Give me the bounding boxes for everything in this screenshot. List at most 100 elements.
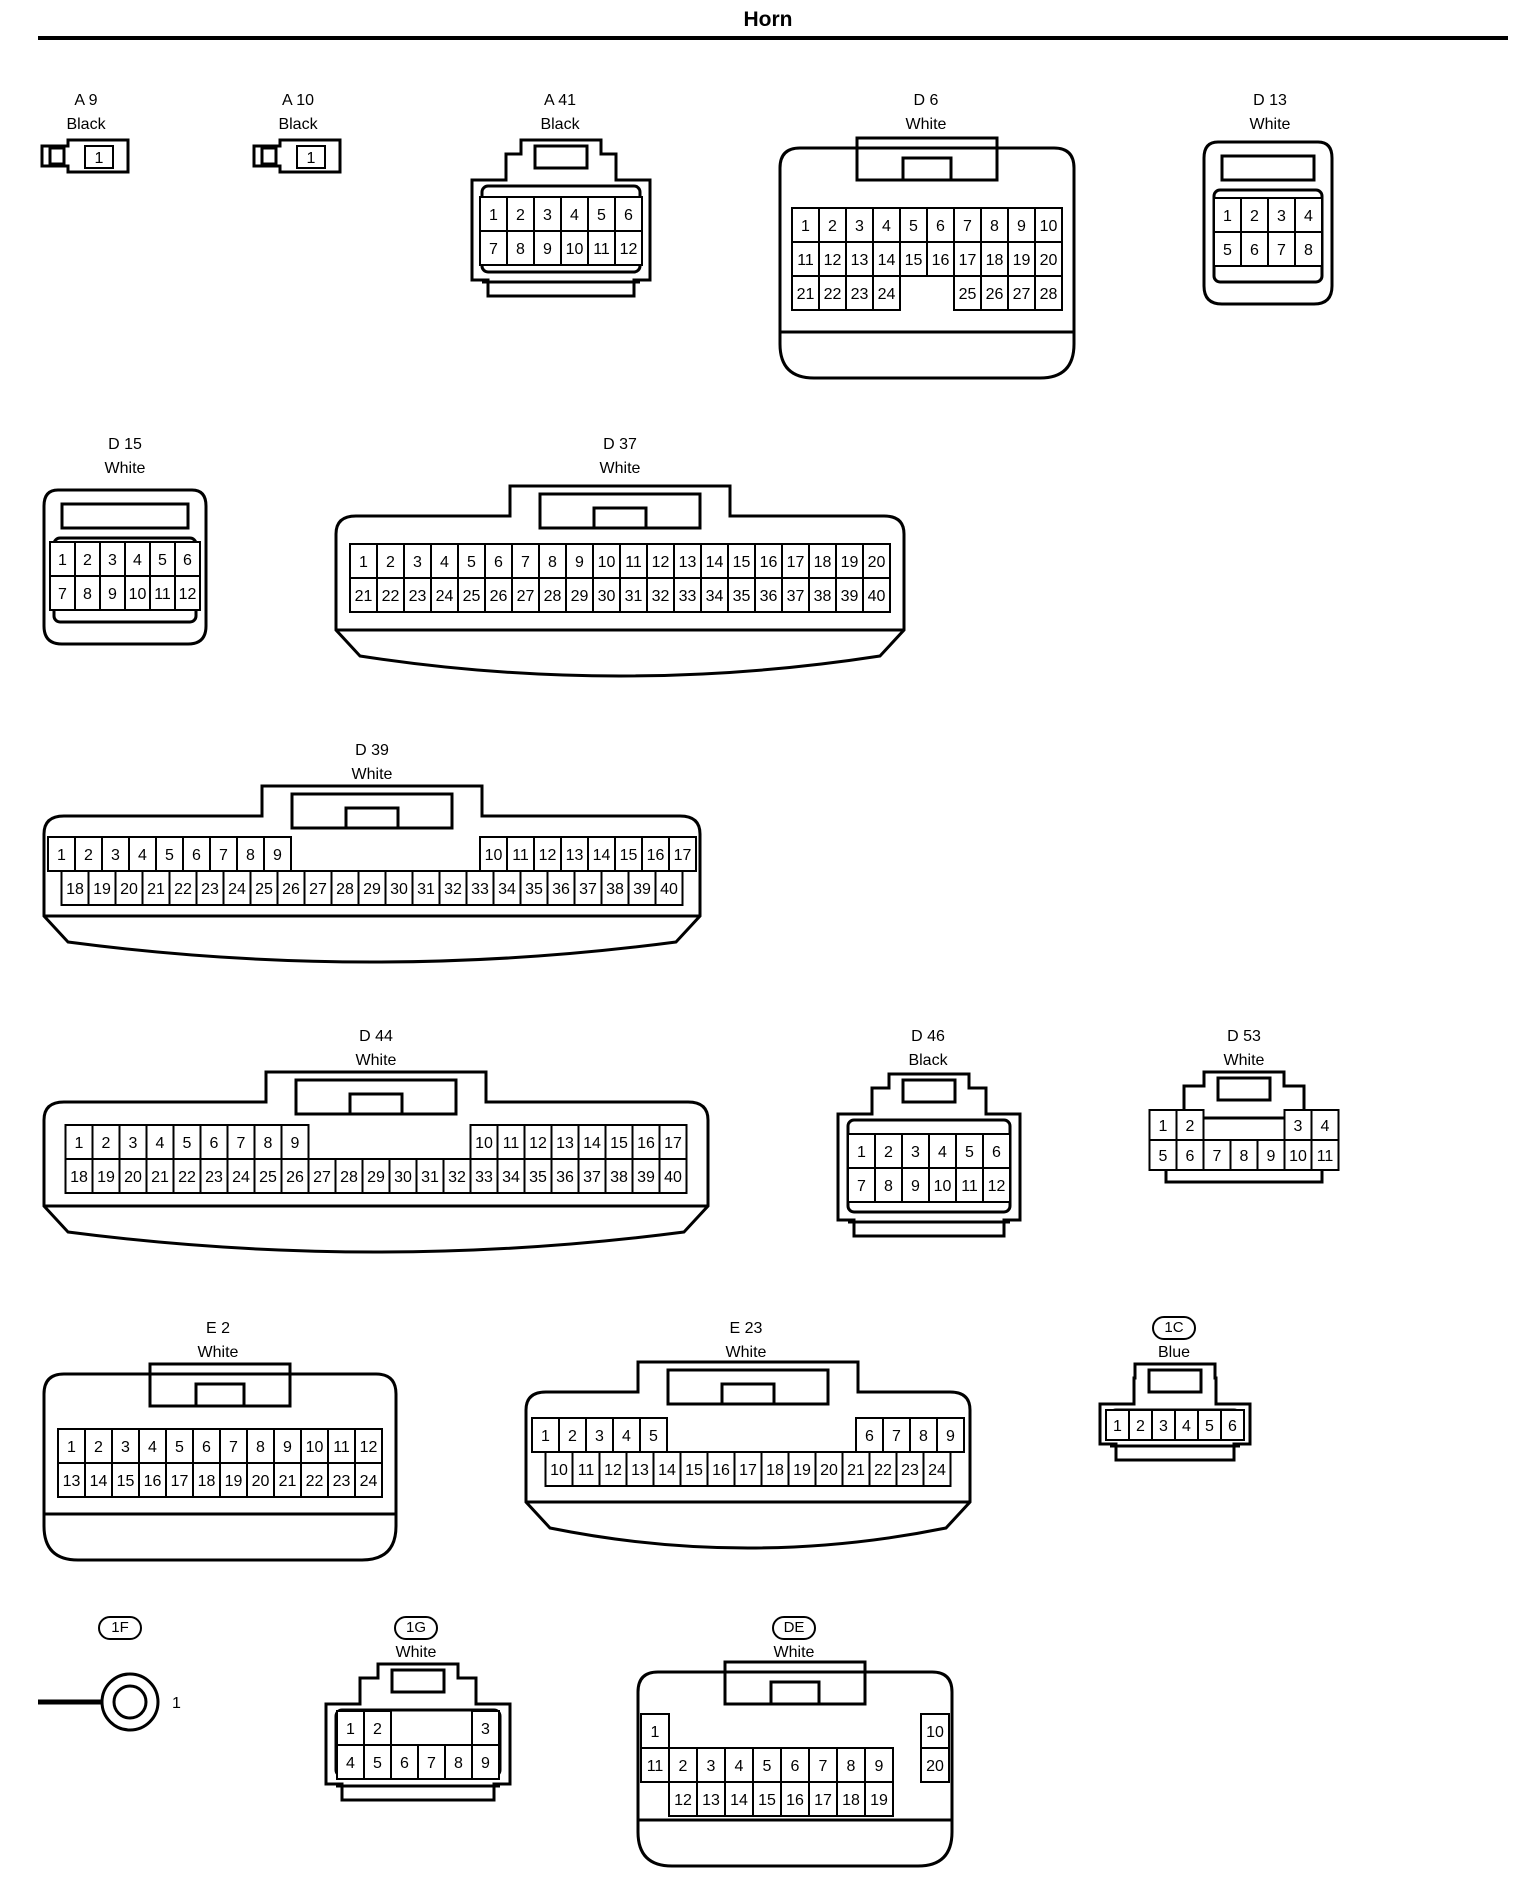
svg-text:1: 1 xyxy=(801,218,810,235)
connector-a9: 1 xyxy=(40,138,130,174)
pin-4: 4 xyxy=(928,1133,957,1169)
pin-25: 25 xyxy=(253,1158,283,1194)
pin-23: 23 xyxy=(199,1158,229,1194)
svg-text:3: 3 xyxy=(129,1135,138,1152)
pin-5: 5 xyxy=(1213,231,1242,267)
connector-d15-color: White xyxy=(104,460,146,477)
connector-a10-name: A 10 xyxy=(281,92,315,109)
svg-text:11: 11 xyxy=(625,554,642,571)
pin-2: 2 xyxy=(74,836,103,872)
svg-text:40: 40 xyxy=(660,881,678,898)
svg-text:7: 7 xyxy=(58,586,67,603)
svg-text:3: 3 xyxy=(481,1721,490,1738)
svg-text:11: 11 xyxy=(578,1462,595,1479)
pin-20: 20 xyxy=(246,1462,275,1498)
svg-text:2: 2 xyxy=(83,552,92,569)
pin-16: 16 xyxy=(754,543,783,579)
svg-text:23: 23 xyxy=(201,881,219,898)
pin-6: 6 xyxy=(780,1747,810,1783)
connector-de-color: White xyxy=(773,1644,815,1661)
svg-text:19: 19 xyxy=(793,1462,811,1479)
svg-text:8: 8 xyxy=(1240,1148,1249,1165)
pin-37: 37 xyxy=(781,577,810,613)
svg-text:15: 15 xyxy=(610,1135,628,1152)
connector-d37-name: D 37 xyxy=(603,436,637,453)
svg-text:6: 6 xyxy=(202,1439,211,1456)
pin-30: 30 xyxy=(388,1158,418,1194)
svg-text:1: 1 xyxy=(359,554,368,571)
svg-text:18: 18 xyxy=(814,554,832,571)
svg-text:28: 28 xyxy=(340,1169,358,1186)
pin-31: 31 xyxy=(619,577,648,613)
svg-text:13: 13 xyxy=(556,1135,574,1152)
pin-1: 1 xyxy=(1105,1409,1130,1441)
connector-1c-name: 1C xyxy=(1152,1316,1196,1340)
connector-de-housing xyxy=(636,1660,954,1868)
pin-3: 3 xyxy=(403,543,432,579)
pin-4: 4 xyxy=(724,1747,754,1783)
pin-2: 2 xyxy=(1175,1109,1205,1141)
pin-7: 7 xyxy=(479,230,508,266)
connector-1f-name: 1F xyxy=(98,1616,142,1640)
pin-38: 38 xyxy=(600,870,630,906)
svg-text:11: 11 xyxy=(797,252,814,269)
svg-text:7: 7 xyxy=(219,847,228,864)
svg-text:12: 12 xyxy=(539,847,557,864)
pin-3: 3 xyxy=(101,836,130,872)
svg-text:4: 4 xyxy=(1321,1118,1330,1135)
pin-13: 13 xyxy=(845,241,874,277)
svg-text:12: 12 xyxy=(674,1792,692,1809)
pin-9: 9 xyxy=(99,575,126,611)
svg-text:18: 18 xyxy=(198,1473,216,1490)
pin-3: 3 xyxy=(99,541,126,577)
pin-13: 13 xyxy=(57,1462,86,1498)
pin-23: 23 xyxy=(845,275,874,311)
svg-text:40: 40 xyxy=(664,1169,682,1186)
svg-text:1: 1 xyxy=(1223,208,1232,225)
pin-6: 6 xyxy=(614,196,643,232)
pin-1: 1 xyxy=(479,196,508,232)
pin-24: 24 xyxy=(354,1462,383,1498)
svg-text:8: 8 xyxy=(884,1178,893,1195)
svg-text:14: 14 xyxy=(658,1462,676,1479)
connector-d39-name: D 39 xyxy=(355,742,389,759)
pin-3: 3 xyxy=(1267,197,1296,233)
pin-39: 39 xyxy=(631,1158,661,1194)
pin-4: 4 xyxy=(124,541,151,577)
svg-text:2: 2 xyxy=(373,1721,382,1738)
svg-text:15: 15 xyxy=(733,554,751,571)
pin-19: 19 xyxy=(835,543,864,579)
pin-1: 1 xyxy=(1213,197,1242,233)
svg-text:22: 22 xyxy=(382,588,400,605)
pin-9: 9 xyxy=(901,1167,930,1203)
svg-text:18: 18 xyxy=(70,1169,88,1186)
svg-text:38: 38 xyxy=(606,881,624,898)
pin-25: 25 xyxy=(953,275,982,311)
svg-text:2: 2 xyxy=(568,1428,577,1445)
connector-a9-color: Black xyxy=(66,116,106,133)
pin-19: 19 xyxy=(787,1451,817,1487)
pin-9: 9 xyxy=(1007,207,1036,243)
pin-26: 26 xyxy=(484,577,513,613)
svg-text:16: 16 xyxy=(144,1473,162,1490)
svg-text:8: 8 xyxy=(454,1755,463,1772)
pin-1: 1 xyxy=(640,1713,670,1749)
connector-de-name: DE xyxy=(772,1616,816,1640)
pin-4: 4 xyxy=(128,836,157,872)
pin-2: 2 xyxy=(668,1747,698,1783)
svg-text:3: 3 xyxy=(121,1439,130,1456)
pin-13: 13 xyxy=(560,836,589,872)
pin-1: 1 xyxy=(296,145,326,169)
svg-text:4: 4 xyxy=(735,1758,744,1775)
svg-text:22: 22 xyxy=(306,1473,324,1490)
svg-text:12: 12 xyxy=(824,252,842,269)
pin-17: 17 xyxy=(781,543,810,579)
pin-8: 8 xyxy=(444,1744,473,1780)
pin-2: 2 xyxy=(74,541,101,577)
svg-text:8: 8 xyxy=(548,554,557,571)
pin-20: 20 xyxy=(118,1158,148,1194)
pin-4: 4 xyxy=(430,543,459,579)
connector-d39-color: White xyxy=(351,766,393,783)
pin-7: 7 xyxy=(209,836,238,872)
